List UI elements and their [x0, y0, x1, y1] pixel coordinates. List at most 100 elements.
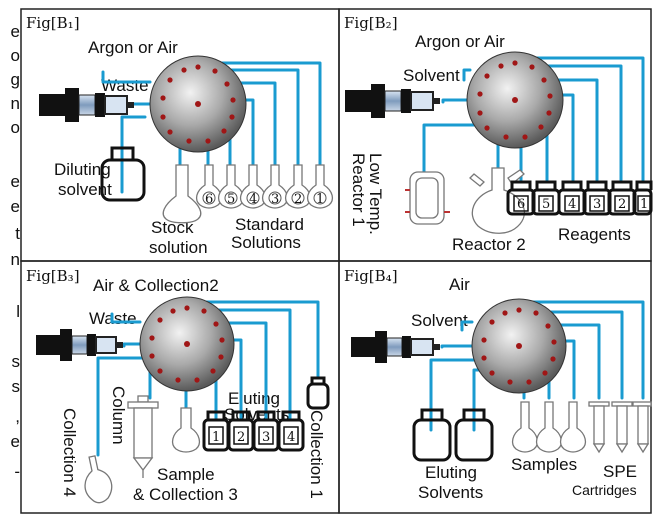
b3-bottle-number: 1	[212, 430, 220, 445]
b1-syringe-pump	[39, 88, 134, 122]
b2-reagents-label: Reagents	[558, 225, 631, 244]
b4-tube	[460, 320, 474, 332]
b4-solvent-label: Solvent	[411, 311, 468, 330]
b2-bottle-number: 4	[568, 197, 576, 212]
b3-syringe-pump	[36, 329, 123, 361]
side-letter: e	[10, 432, 20, 451]
b1-diluting-label-line1: Diluting	[54, 160, 111, 179]
side-letter: n	[10, 94, 20, 113]
b1-standard-flasks: 6 5 4 3 2 1	[195, 164, 334, 209]
b2-lowtemp-label-line1: Low Temp.	[366, 153, 385, 235]
b2-low-temp-reactor	[405, 171, 450, 225]
b3-tube	[202, 308, 292, 422]
b3-collection4-label: Collection 4	[60, 408, 79, 497]
panel-b1-fig-label: Fig[B₁]	[26, 14, 80, 32]
b3-air-collection-label: Air & Collection2	[93, 276, 219, 295]
b2-tube	[530, 64, 623, 182]
b2-tube	[543, 78, 599, 182]
panel-b2: Fig[B₂] Argon or Air Solvent Reactor 2 R…	[344, 14, 653, 254]
panel-b4: Fig[B₄] Air Solvent Eluting Solvents Sam…	[344, 267, 652, 502]
b3-tube	[214, 321, 268, 422]
b4-eluting-bottles	[412, 408, 494, 462]
b1-flask-number: 5	[227, 192, 235, 207]
b4-tube	[534, 310, 624, 400]
side-letter: o	[10, 46, 20, 65]
b1-diluting-label-line2: solvent	[58, 180, 112, 199]
b2-argon-label: Argon or Air	[415, 32, 505, 51]
b1-diluting-bottle	[100, 146, 146, 202]
b2-bottle-number: 3	[593, 197, 601, 212]
panel-b3: Fig[B₃] Air & Collection2 Waste Eluting …	[26, 267, 330, 504]
side-letter: l	[16, 302, 20, 321]
b2-bottle-number: 6	[517, 197, 525, 212]
b2-valve-ports	[477, 60, 553, 140]
side-letter: n	[10, 250, 20, 269]
b1-stock-flask	[162, 164, 202, 224]
side-letter: t	[15, 224, 20, 243]
b4-sample-flasks	[511, 401, 587, 453]
b3-sample-flask	[171, 407, 201, 453]
panel-b4-fig-label: Fig[B₄]	[344, 267, 398, 285]
b1-flask-number: 1	[316, 192, 324, 207]
b3-column-label: Column	[109, 386, 128, 445]
b4-eluting-label-line2: Solvents	[418, 483, 483, 502]
b4-valve-ports	[481, 307, 557, 385]
b1-tube	[213, 68, 300, 168]
b1-tube	[101, 70, 152, 84]
b3-collection1-label: Collection 1	[307, 410, 326, 499]
b4-air-label: Air	[449, 275, 470, 294]
b3-column	[127, 395, 159, 478]
b3-collection1-bottle	[306, 376, 330, 410]
b2-bottle-number: 1	[640, 197, 648, 212]
b3-tube	[110, 312, 142, 324]
b3-bottle-number: 4	[287, 430, 295, 445]
b4-samples-label: Samples	[511, 455, 577, 474]
b2-reagent-bottles: 6 5 4 3 2 1	[506, 180, 653, 216]
b3-collection4-flask	[84, 455, 113, 504]
panel-b4-frame	[338, 260, 652, 514]
b4-spe-cartridges	[588, 401, 652, 454]
b4-syringe-pump	[351, 331, 440, 363]
b3-sample-label-line2: & Collection 3	[133, 485, 238, 504]
b3-bottle-number: 3	[262, 430, 270, 445]
side-letter: g	[10, 70, 20, 89]
b2-bottle-number: 5	[542, 197, 550, 212]
side-letter: s	[11, 352, 21, 371]
b1-flask-number: 4	[249, 192, 257, 207]
b1-stock-label-line2: solution	[149, 238, 208, 257]
b1-valve-ports	[160, 64, 236, 144]
b3-tube	[96, 356, 152, 457]
b1-waste-label: Waste	[101, 76, 149, 95]
side-letter: e	[10, 197, 20, 216]
side-letter: o	[10, 118, 20, 137]
side-letter: ,	[15, 407, 20, 426]
b1-standard-label-line1: Standard	[235, 215, 304, 234]
b3-sample-label-line1: Sample	[157, 465, 215, 484]
b4-cartridges-label: Cartridges	[572, 482, 637, 498]
side-letter: e	[10, 22, 20, 41]
b1-flask-number: 2	[294, 192, 302, 207]
b2-solvent-label: Solvent	[403, 66, 460, 85]
b4-tube	[429, 358, 488, 432]
b4-spe-label: SPE	[603, 462, 637, 481]
b4-tube	[546, 323, 601, 400]
b1-argon-label: Argon or Air	[88, 38, 178, 57]
b1-flask-number: 3	[271, 192, 279, 207]
side-letter: s	[11, 377, 21, 396]
panel-b3-fig-label: Fig[B₃]	[26, 267, 80, 285]
b2-reactor2-label: Reactor 2	[452, 235, 526, 254]
panel-b1: Fig[B₁] Argon or Air Waste Diluting solv…	[26, 14, 334, 257]
b2-syringe-pump	[345, 84, 440, 118]
b3-valve-ports	[149, 305, 225, 383]
panel-b2-fig-label: Fig[B₂]	[344, 14, 398, 32]
b4-eluting-label-line1: Eluting	[425, 463, 477, 482]
b3-bottle-number: 2	[237, 430, 245, 445]
b3-eluting-bottles: 1 2 3 4	[202, 410, 305, 452]
b2-lowtemp-label-line2: Reactor 1	[349, 153, 368, 227]
b2-tube	[462, 68, 472, 82]
b2-bottle-number: 2	[618, 197, 626, 212]
side-letter: e	[10, 172, 20, 191]
b2-reactor2-flask	[469, 167, 525, 234]
b1-standard-label-line2: Solutions	[231, 233, 301, 252]
